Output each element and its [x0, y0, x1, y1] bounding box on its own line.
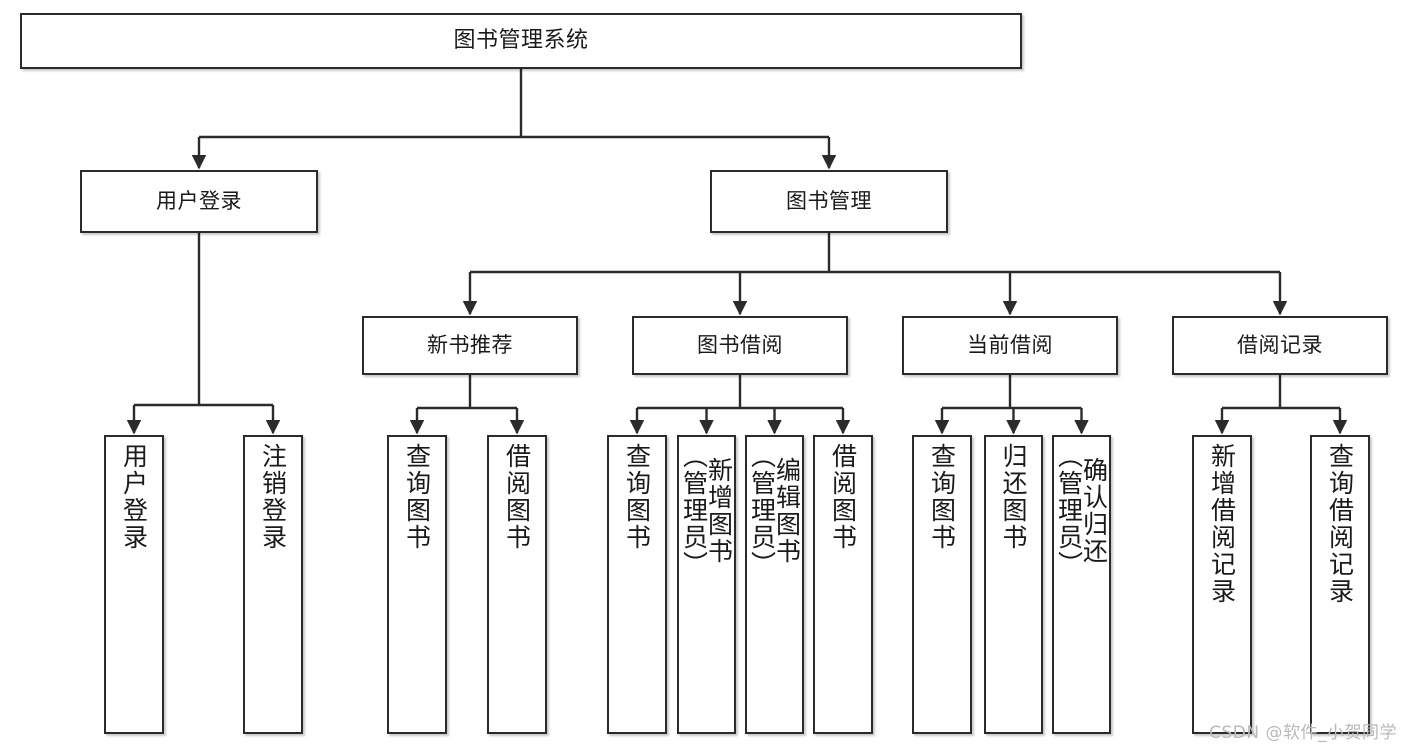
- node-level2-2-label: 当前借阅: [967, 333, 1053, 358]
- node-leaf-1-label: 注销登录: [258, 443, 288, 551]
- node-leaf-3-label: 借阅图书: [502, 443, 532, 551]
- node-level1-0-label: 用户登录: [156, 189, 242, 214]
- node-leaf-4-label: 查询图书: [622, 443, 652, 551]
- node-level1-1[interactable]: 图书管理: [710, 170, 948, 233]
- node-leaf-11-label: 新增借阅记录: [1207, 443, 1237, 605]
- node-level2-1[interactable]: 图书借阅: [632, 316, 848, 375]
- node-leaf-6[interactable]: 编辑图书 （管理员）: [745, 435, 804, 734]
- node-level2-0-label: 新书推荐: [427, 333, 513, 358]
- node-leaf-5-label: 新增图书 （管理员）: [679, 443, 734, 578]
- node-leaf-6-label: 编辑图书 （管理员）: [747, 443, 802, 578]
- node-leaf-8-label: 查询图书: [927, 443, 957, 551]
- node-leaf-5[interactable]: 新增图书 （管理员）: [677, 435, 736, 734]
- node-root-图书管理系统-label: 图书管理系统: [453, 28, 589, 54]
- node-leaf-9[interactable]: 归还图书: [984, 435, 1043, 734]
- node-leaf-2[interactable]: 查询图书: [387, 435, 447, 734]
- node-leaf-10-label: 确认归还 （管理员）: [1054, 443, 1109, 578]
- node-level1-1-label: 图书管理: [786, 189, 872, 214]
- node-leaf-0-label: 用户登录: [119, 443, 149, 551]
- node-leaf-4[interactable]: 查询图书: [607, 435, 667, 734]
- node-level1-0[interactable]: 用户登录: [80, 170, 318, 233]
- node-root-图书管理系统[interactable]: 图书管理系统: [20, 13, 1022, 69]
- node-level2-2[interactable]: 当前借阅: [902, 316, 1118, 375]
- node-leaf-0[interactable]: 用户登录: [104, 435, 164, 734]
- node-level2-3-label: 借阅记录: [1237, 333, 1323, 358]
- node-level2-3[interactable]: 借阅记录: [1172, 316, 1388, 375]
- node-leaf-7[interactable]: 借阅图书: [813, 435, 873, 734]
- node-leaf-1[interactable]: 注销登录: [243, 435, 303, 734]
- node-leaf-9-label: 归还图书: [999, 443, 1028, 551]
- node-leaf-2-label: 查询图书: [402, 443, 432, 551]
- node-leaf-10[interactable]: 确认归还 （管理员）: [1052, 435, 1111, 734]
- node-leaf-3[interactable]: 借阅图书: [487, 435, 547, 734]
- node-level2-1-label: 图书借阅: [697, 333, 783, 358]
- node-leaf-11[interactable]: 新增借阅记录: [1192, 435, 1252, 734]
- node-leaf-12-label: 查询借阅记录: [1325, 443, 1355, 605]
- node-leaf-12[interactable]: 查询借阅记录: [1310, 435, 1370, 734]
- node-leaf-8[interactable]: 查询图书: [912, 435, 972, 734]
- node-level2-0[interactable]: 新书推荐: [362, 316, 578, 375]
- csdn-watermark: CSDN @软件_小贺同学: [1209, 723, 1397, 743]
- node-leaf-7-label: 借阅图书: [828, 443, 858, 551]
